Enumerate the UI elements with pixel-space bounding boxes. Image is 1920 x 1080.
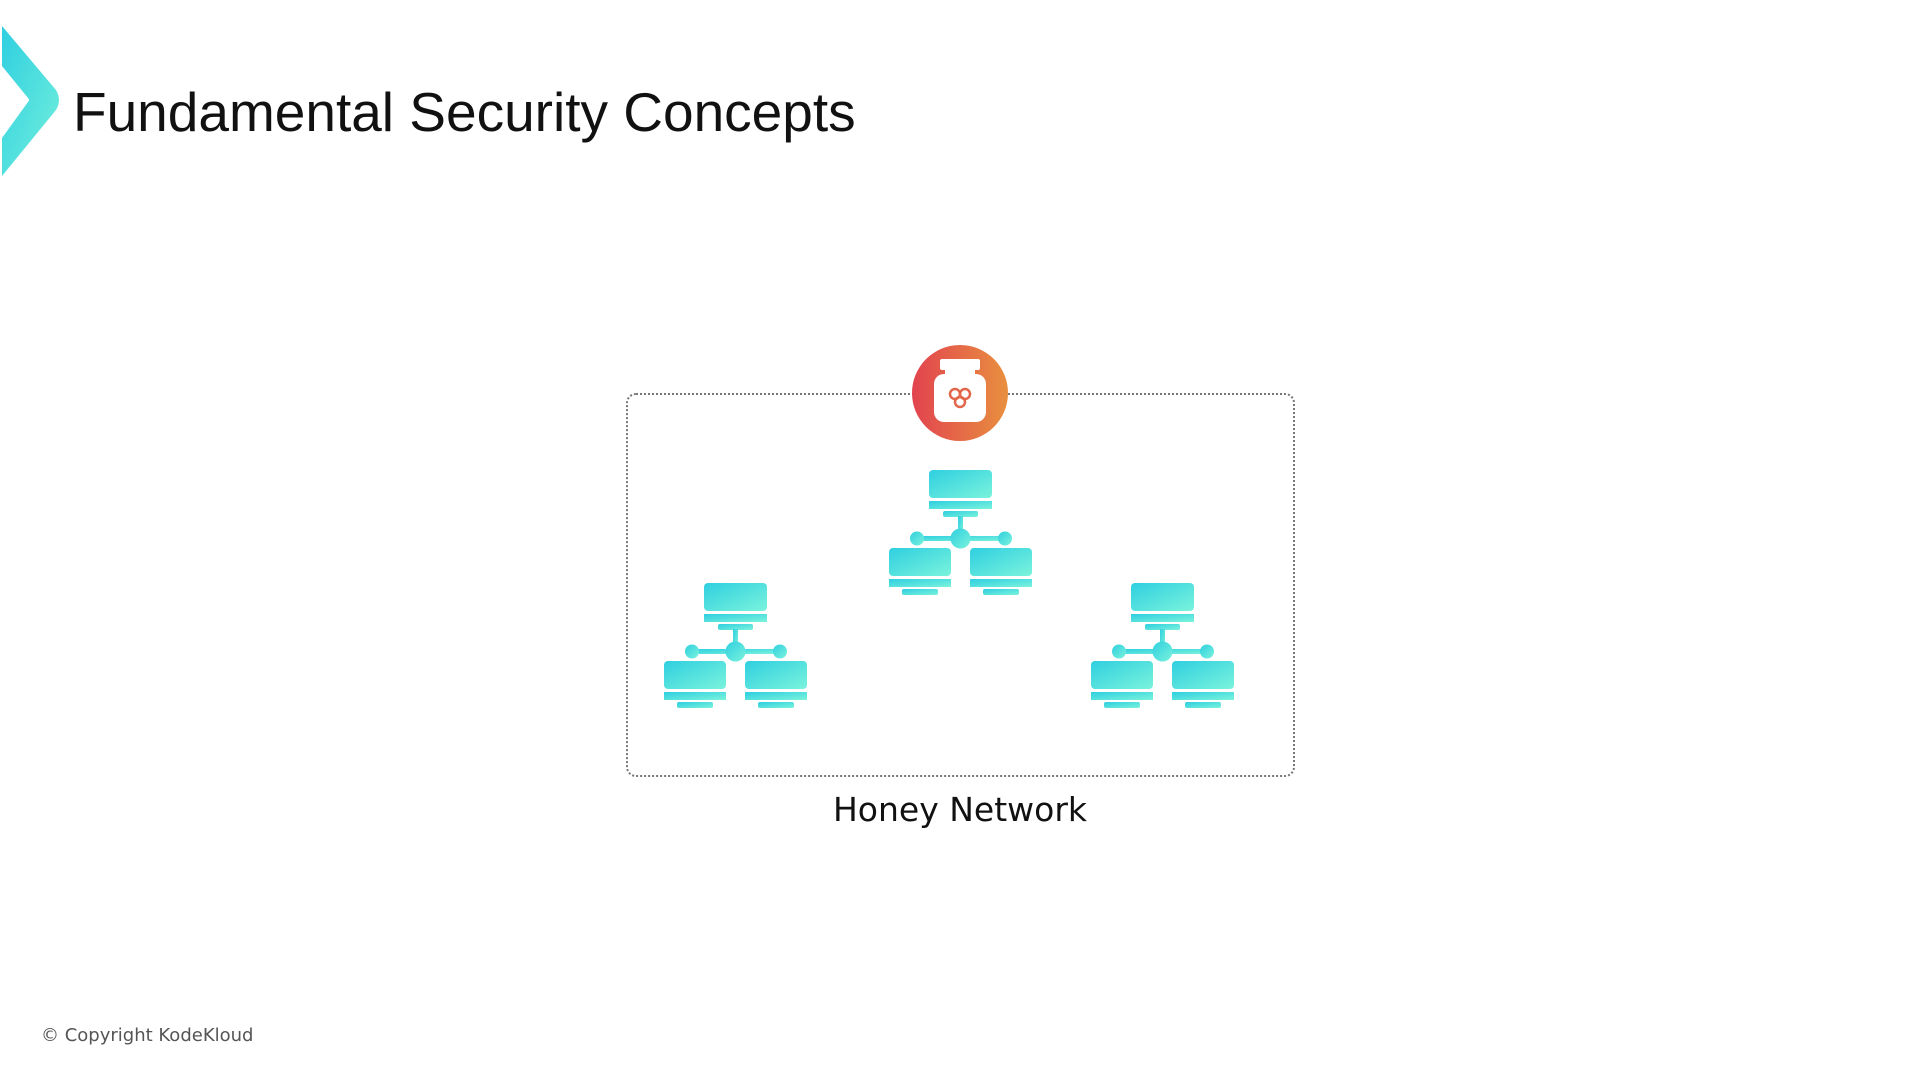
diagram-label: Honey Network — [832, 790, 1088, 829]
copyright-footer: © Copyright KodeKloud — [41, 1025, 254, 1046]
page-title: Fundamental Security Concepts — [73, 81, 856, 143]
network-computers-icon-right — [1091, 583, 1234, 708]
network-computers-icon-left — [664, 583, 807, 708]
network-computers-icon-center — [889, 470, 1032, 595]
chevron-logo-icon — [2, 26, 59, 176]
honey-jar-icon — [912, 345, 1008, 441]
